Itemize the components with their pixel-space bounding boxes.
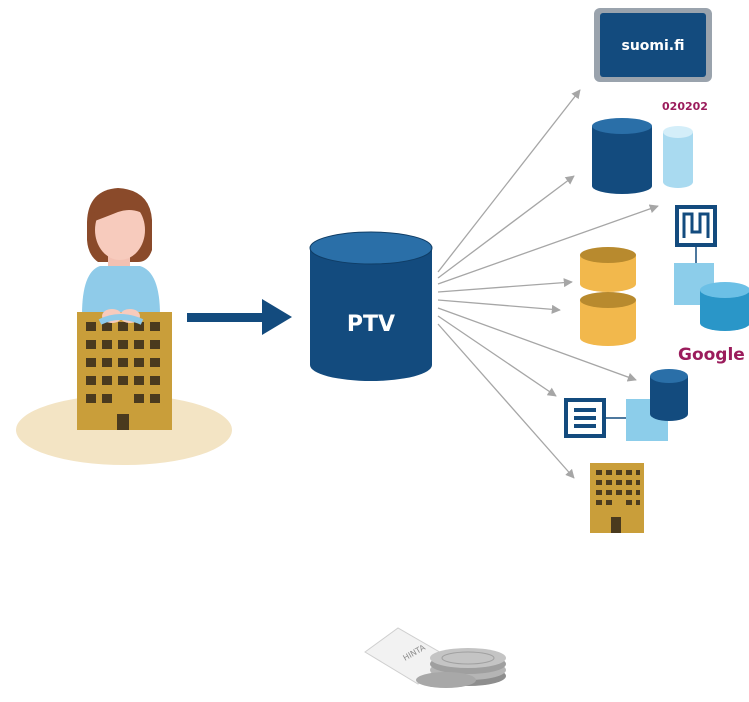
coin-stack <box>416 648 506 688</box>
hands <box>98 309 144 325</box>
suomi-tablet: suomi.fi <box>594 8 712 82</box>
shirt <box>82 266 160 315</box>
arrow-to-suomi <box>437 89 581 273</box>
database-pair <box>592 118 693 194</box>
arrow-to-databases <box>437 175 575 279</box>
suomi-label: suomi.fi <box>622 38 685 54</box>
arrow-to-document-db <box>437 307 637 382</box>
google-cluster <box>674 263 749 331</box>
arrow-to-document <box>437 315 557 397</box>
arrow-to-register <box>437 204 659 285</box>
ptv-label: PTV <box>347 312 395 337</box>
orange-database <box>580 247 636 346</box>
main-arrow <box>187 299 292 335</box>
arrow-to-building <box>437 323 575 479</box>
arrow-to-orange-db <box>437 278 573 293</box>
document-database-cluster <box>564 369 688 441</box>
user-figure <box>16 188 232 465</box>
google-label: Google <box>678 345 745 365</box>
office-building-icon <box>590 463 644 533</box>
ptv-database: PTV <box>309 231 433 381</box>
building <box>77 312 172 430</box>
building-windows <box>86 322 160 430</box>
phone-service-label: 020202 <box>662 100 708 113</box>
price-tag-with-coins: HINTA <box>364 627 506 688</box>
arrow-to-google <box>437 299 561 314</box>
register-icon <box>675 205 717 265</box>
distribution-arrows <box>437 89 659 479</box>
